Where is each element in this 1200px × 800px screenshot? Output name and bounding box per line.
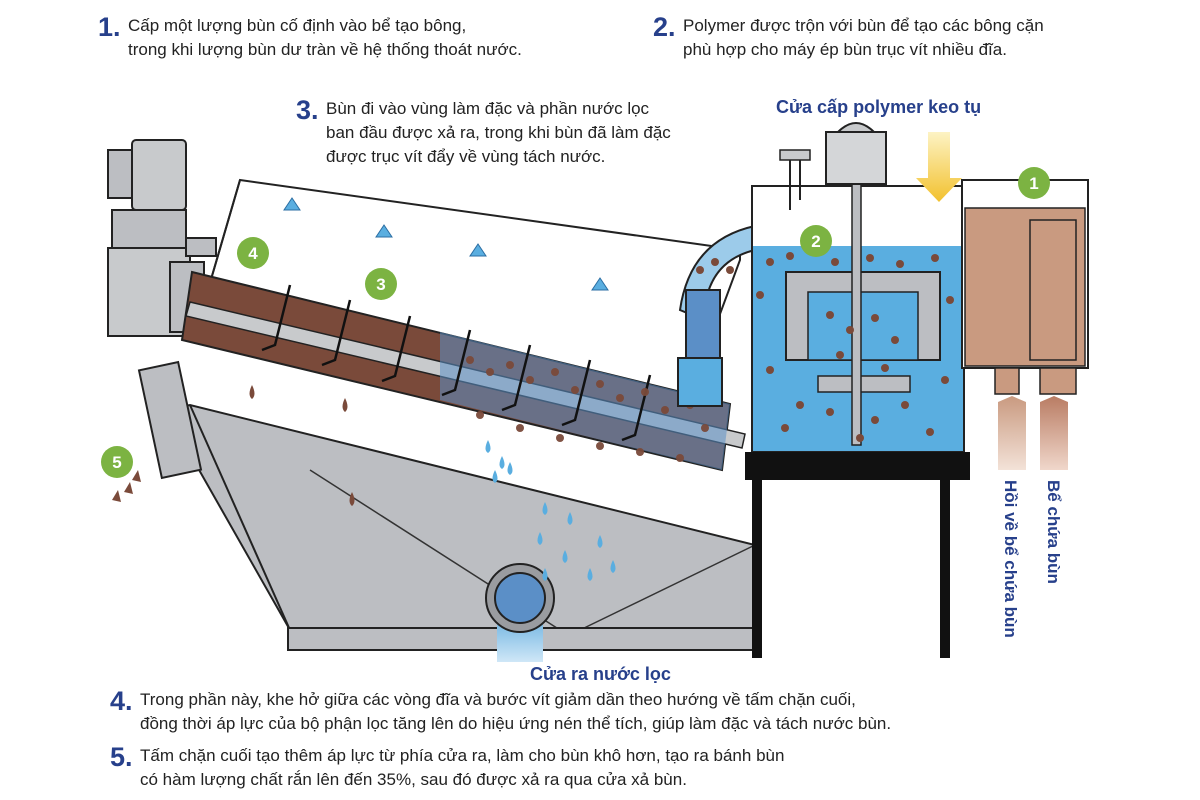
note-1-text: Cấp một lượng bùn cố định vào bể tạo bôn… [128,16,522,59]
sludge-cake-drops [112,385,355,506]
filtrate-droplets [485,440,616,581]
step-badge-1: 1 [1018,167,1050,199]
note-1-number: 1. [98,12,121,42]
filtrate-outlet-label: Cửa ra nước lọc [530,664,671,684]
note-4: 4. Trong phần này, khe hở giữa các vòng … [110,688,891,736]
svg-text:4: 4 [248,244,258,263]
note-2: 2. Polymer được trộn với bùn để tạo các … [653,14,1044,62]
note-3-text: Bùn đi vào vùng làm đặc và phần nước lọc… [326,99,671,166]
note-1: 1. Cấp một lượng bùn cố định vào bể tạo … [98,14,522,62]
step-badge-4: 4 [237,237,269,269]
note-3: 3. Bùn đi vào vùng làm đặc và phần nước … [296,97,671,169]
note-5-number: 5. [110,742,133,772]
flocculation-tank [696,122,965,453]
polymer-inlet-arrow [916,132,962,202]
svg-text:3: 3 [376,275,385,294]
filtrate-outlet-pipe [485,563,555,662]
return-to-tank-label: Hồi về bể chứa bùn [1001,480,1020,638]
step-badge-2: 2 [800,225,832,257]
step-badge-5: 5 [101,446,133,478]
note-2-text: Polymer được trộn với bùn để tạo các bôn… [683,16,1044,59]
sludge-storage-tank [961,179,1089,470]
sludge-tank-label: Bể chứa bùn [1044,480,1063,584]
note-5-text: Tấm chặn cuối tạo thêm áp lực từ phía cử… [140,746,785,789]
tank-stand [745,452,970,658]
note-4-text: Trong phần này, khe hở giữa các vòng đĩa… [140,690,892,733]
note-2-number: 2. [653,12,676,42]
feed-connection-pipe [677,224,756,407]
note-3-number: 3. [296,95,319,125]
svg-text:2: 2 [811,232,820,251]
step-badge-3: 3 [365,268,397,300]
polymer-inlet-label: Cửa cấp polymer keo tụ [776,97,982,117]
svg-text:1: 1 [1029,174,1038,193]
note-4-number: 4. [110,686,133,716]
note-5: 5. Tấm chặn cuối tạo thêm áp lực từ phía… [110,744,784,792]
screw-barrel [180,270,746,472]
svg-text:5: 5 [112,453,121,472]
